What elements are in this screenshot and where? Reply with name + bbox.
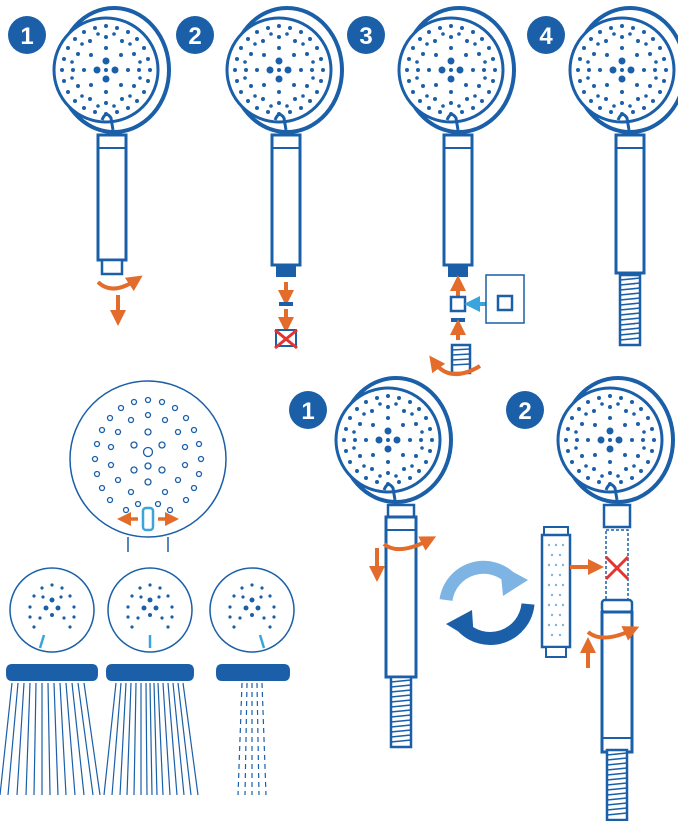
step-number: 1	[301, 398, 314, 425]
replace-cycle-icon	[446, 565, 528, 641]
step-number: 2	[518, 398, 531, 425]
filter-cartridge-icon	[542, 527, 570, 657]
shower-head-icon	[558, 378, 673, 502]
shower-head-icon	[399, 8, 514, 132]
step-number: 4	[539, 23, 553, 50]
top-step-1: 1	[8, 8, 169, 318]
step-number: 1	[20, 23, 33, 50]
bottom-step-1: 1	[289, 378, 451, 747]
spray-mode-focused	[210, 568, 294, 795]
top-step-3: 3	[347, 8, 524, 374]
step-number: 2	[188, 23, 201, 50]
bottom-step-2: 2	[506, 378, 673, 820]
shower-head-icon	[570, 8, 678, 132]
shower-head-icon	[336, 378, 451, 502]
spray-mode-mixed	[104, 568, 198, 795]
step-number: 3	[359, 23, 372, 50]
spray-mode-wide	[0, 568, 100, 795]
rotate-arrow-icon	[98, 280, 136, 289]
top-step-2: 2	[176, 8, 342, 348]
shower-head-icon	[227, 8, 342, 132]
spray-face-detail	[70, 381, 226, 552]
selector-lever-icon	[143, 508, 153, 530]
top-step-4: 4	[527, 8, 678, 345]
shower-head-icon	[54, 8, 169, 132]
